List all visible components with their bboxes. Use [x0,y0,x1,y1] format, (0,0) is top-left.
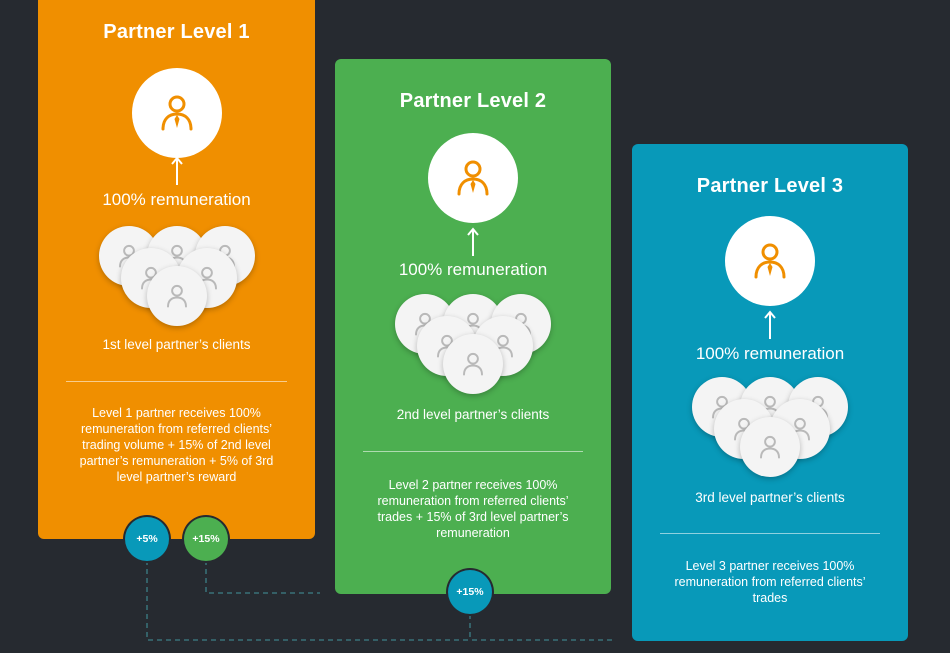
arrow-up-icon [467,227,479,256]
level-description: Level 1 partner receives 100% remunerati… [79,406,274,484]
partner-level-1-card: Partner Level 1 100% remuneration 1st le… [38,0,315,539]
client-person-icon [755,432,785,462]
partner-avatar [725,216,815,306]
clients-group [87,226,267,326]
partner-level-3-card: Partner Level 3 100% remuneration 3rd le… [632,144,908,641]
level-description: Level 3 partner receives 100% remunerati… [674,559,866,605]
badge-15-percent-l3: +15% [448,570,492,614]
partner-person-icon [453,158,493,198]
partner-person-icon [750,241,790,281]
clients-group [680,377,860,477]
partner-avatar [428,133,518,223]
divider [66,381,287,382]
client-avatar [740,417,800,477]
remuneration-label: 100% remuneration [695,344,845,363]
level-description: Level 2 partner receives 100% remunerati… [377,478,569,540]
client-avatar [443,334,503,394]
arrow-up-icon [170,156,183,185]
badge-15-percent-l2: +15% [184,517,228,561]
divider [660,533,880,534]
card-title: Partner Level 3 [696,175,844,197]
card-title: Partner Level 1 [103,21,250,43]
client-person-icon [162,281,192,311]
divider [363,451,583,452]
remuneration-label: 100% remuneration [102,190,251,209]
clients-label: 2nd level partner’s clients [396,407,550,422]
connector-l1-l3 [146,560,612,641]
arrow-up-icon [764,310,776,339]
partner-level-2-card: Partner Level 2 100% remuneration 2nd le… [335,59,611,594]
clients-group [383,294,563,394]
client-avatar [146,266,207,326]
partner-person-icon [157,93,197,133]
connector-l1-l2 [205,560,320,594]
client-person-icon [458,349,488,379]
badge-5-percent: +5% [125,517,169,561]
card-title: Partner Level 2 [399,90,547,112]
partner-avatar [131,68,222,158]
remuneration-label: 100% remuneration [398,260,548,279]
clients-label: 3rd level partner’s clients [695,490,845,505]
clients-label: 1st level partner’s clients [102,337,251,352]
